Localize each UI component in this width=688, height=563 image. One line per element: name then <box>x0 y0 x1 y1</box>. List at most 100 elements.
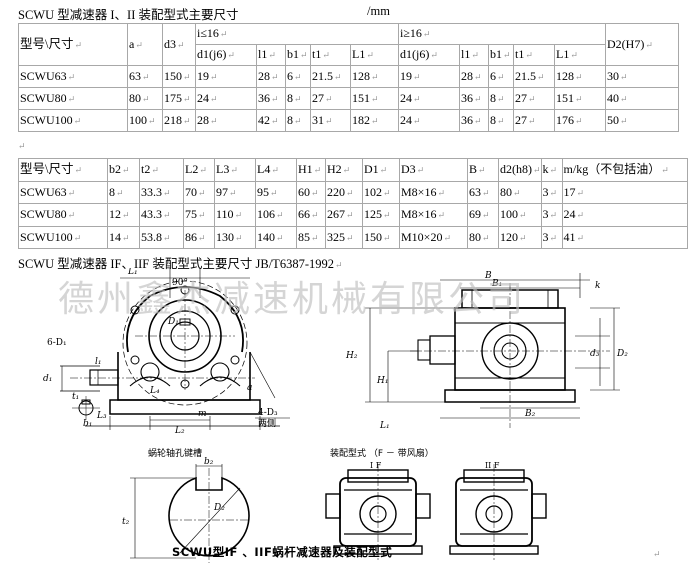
lbl-L1-right: L₁ <box>379 421 390 431</box>
t1-cell: 8↵ <box>488 87 514 110</box>
t2-cell: 75↵ <box>183 203 215 227</box>
t2-cell: 66↵ <box>296 203 326 227</box>
dim-90: 90° <box>172 278 188 288</box>
t2-cell: SCWU100↵ <box>18 226 108 249</box>
lbl-t1: t₁ <box>72 392 79 402</box>
t2-cell: 95↵ <box>255 181 297 204</box>
t2-cell: 125↵ <box>362 203 400 227</box>
dim-6d: 6-D₁ <box>47 338 67 348</box>
watermark: 德州鑫杰减速机械有限公司 <box>58 279 527 320</box>
t1-cell: 27↵ <box>513 87 555 110</box>
t2-header: H1↵ <box>296 158 326 182</box>
lbl-d2: D₂ <box>616 349 628 359</box>
t1-sub-b1: b1↵ <box>285 44 311 66</box>
t1-cell: 182↵ <box>350 109 399 132</box>
drawing-caption: SCWU型IF 、IIF蜗杆减速器及装配型式 <box>172 545 393 559</box>
table1-title-text: SCWU 型减速器 I、II 装配型式主要尺寸 <box>18 8 239 22</box>
t2-cell: 130↵ <box>214 226 256 249</box>
t1-cell: 6↵ <box>488 65 514 88</box>
lbl-k: k <box>595 281 600 291</box>
t2-header: b2↵ <box>107 158 140 182</box>
reducer-drawing: 90° 6-D₁ 4-D₃ 两侧 m L₂ L₄ b₁ t₁ d₁ l₁ D₁ … <box>43 268 628 563</box>
t1-cell: SCWU63↵ <box>18 65 128 88</box>
t2-cell: 60↵ <box>296 181 326 204</box>
t1-cell: 175↵ <box>162 87 196 110</box>
t1-sub2-b1: b1↵ <box>488 44 514 66</box>
t2-header: D1↵ <box>362 158 400 182</box>
t1-cell: 8↵ <box>285 87 311 110</box>
t2-cell: M8×16↵ <box>399 203 468 227</box>
t1-cell: 27↵ <box>310 87 351 110</box>
t1-cell: 8↵ <box>285 109 311 132</box>
t1-header-d3: d3↵ <box>162 23 196 66</box>
lbl-keyway: 蜗轮轴孔键槽 <box>148 447 202 459</box>
t1-cell: 50↵ <box>605 109 679 132</box>
lbl-d1-left: d₁ <box>43 374 52 384</box>
lbl-assembly: 装配型式 （F － 带风扇） <box>330 447 434 459</box>
t1-header-group2: i≥16↵ <box>398 23 606 45</box>
t2-cell: 53.8↵ <box>139 226 184 249</box>
t1-sub2-l1: l1↵ <box>459 44 489 66</box>
t2-cell: 102↵ <box>362 181 400 204</box>
t1-sub-L1: L1↵ <box>350 44 399 66</box>
t2-cell: 220↵ <box>325 181 363 204</box>
t2-cell: 85↵ <box>296 226 326 249</box>
t1-cell: 176↵ <box>554 109 606 132</box>
t2-cell: 8↵ <box>107 181 140 204</box>
t1-cell: 151↵ <box>350 87 399 110</box>
t2-cell: 17↵ <box>561 181 688 204</box>
t1-cell: 21.5↵ <box>513 65 555 88</box>
t1-sub2-d1: d1(j6)↵ <box>398 44 460 66</box>
t1-cell: SCWU80↵ <box>18 87 128 110</box>
table-row: SCWU80↵ 80↵ 175↵ 24↵ 36↵ 8↵ 27↵ 151↵ 24↵… <box>18 87 679 110</box>
dim-4d-sub: 两侧 <box>258 417 276 429</box>
t1-cell: 8↵ <box>488 109 514 132</box>
dim-4d: 4-D₃ <box>258 408 278 418</box>
t1-header-d2: D2(H7)↵ <box>605 23 679 66</box>
t2-cell: 3↵ <box>540 203 563 227</box>
t1-cell: 36↵ <box>256 87 286 110</box>
table1-title: SCWU 型减速器 I、II 装配型式主要尺寸 /mm <box>18 4 390 23</box>
lbl-l1: l₁ <box>95 357 102 367</box>
t1-cell: 24↵ <box>195 87 257 110</box>
t1-cell: 128↵ <box>350 65 399 88</box>
t1-cell: 80↵ <box>127 87 163 110</box>
t1-cell: 42↵ <box>256 109 286 132</box>
t2-cell: 3↵ <box>540 226 563 249</box>
t2-header: 型号\尺寸↵ <box>18 158 108 182</box>
t2-cell: 33.3↵ <box>139 181 184 204</box>
lbl-a: a <box>247 383 252 393</box>
t2-cell: 80↵ <box>498 181 542 204</box>
t2-cell: 106↵ <box>255 203 297 227</box>
t2-cell: 80↵ <box>467 226 499 249</box>
lbl-if: I F <box>370 461 382 470</box>
t2-cell: 150↵ <box>362 226 400 249</box>
t2-header: H2↵ <box>325 158 363 182</box>
t1-cell: 128↵ <box>554 65 606 88</box>
lbl-B1: B₁ <box>491 279 502 289</box>
t1-sub-l1: l1↵ <box>256 44 286 66</box>
t2-cell: 86↵ <box>183 226 215 249</box>
lbl-b2: b₂ <box>204 457 214 467</box>
table-row: SCWU63↵ 8↵ 33.3↵ 70↵ 97↵ 95↵ 60↵ 220↵ 10… <box>18 181 688 204</box>
t1-cell: 30↵ <box>605 65 679 88</box>
t2-header: B↵ <box>467 158 499 182</box>
t2-header: m/kg（不包括油）↵ <box>561 158 688 182</box>
t2-cell: 43.3↵ <box>139 203 184 227</box>
lbl-L2: L₂ <box>174 426 185 436</box>
drawing-title: SCWU 型减速器 IF、IIF 装配型式主要尺寸 JB/T6387-1992↵ <box>18 257 343 271</box>
lbl-H2: H₂ <box>345 351 358 361</box>
t1-cell: 28↵ <box>459 65 489 88</box>
t1-cell: 19↵ <box>195 65 257 88</box>
t2-cell: M8×16↵ <box>399 181 468 204</box>
t1-cell: 151↵ <box>554 87 606 110</box>
t1-header-group1: i≤16↵ <box>195 23 399 45</box>
t2-cell: 140↵ <box>255 226 297 249</box>
t1-cell: 24↵ <box>398 109 460 132</box>
t1-cell: 27↵ <box>513 109 555 132</box>
t2-cell: 24↵ <box>561 203 688 227</box>
front-view <box>60 268 290 430</box>
t2-cell: 41↵ <box>561 226 688 249</box>
t2-cell: 3↵ <box>540 181 563 204</box>
t2-header: L4↵ <box>255 158 297 182</box>
